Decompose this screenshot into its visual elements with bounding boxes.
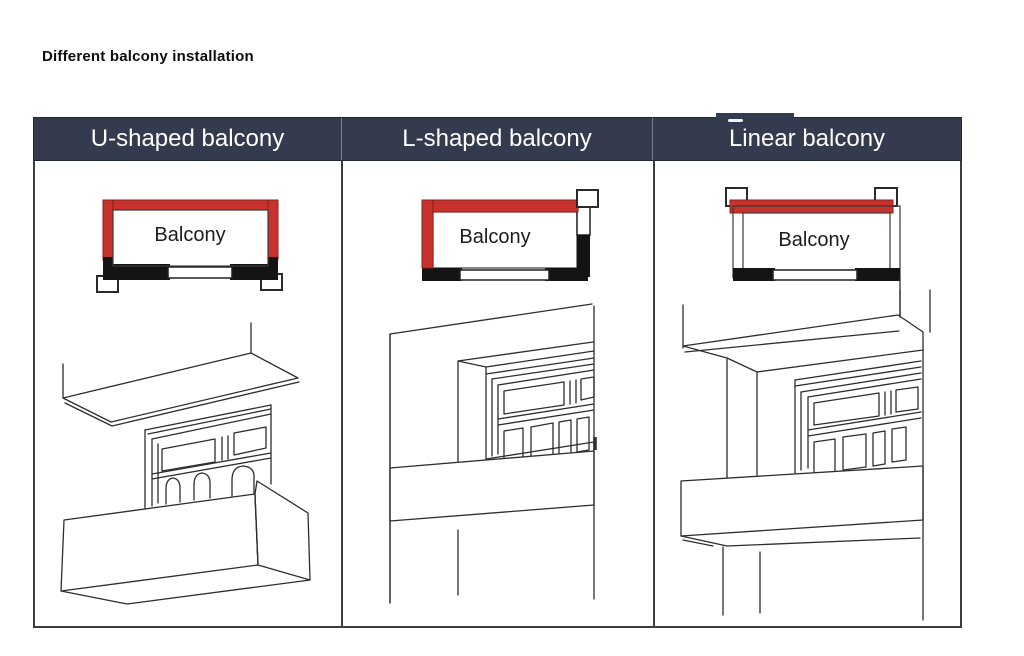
page-title: Different balcony installation [42,48,254,65]
header-cell-l-shaped: L-shaped balcony [341,118,653,160]
window-wall [485,350,597,465]
roof-overhang [682,289,931,482]
red-parapet-top [421,199,579,213]
red-parapet-top [102,199,279,211]
column-divider-1 [341,161,343,626]
base-wall-right [545,268,588,281]
l-shaped-3d-sketch [389,303,597,604]
table-header-row: U-shaped balcony L-shaped balcony Linear… [33,113,962,161]
corner-column-icon [576,189,599,208]
base-wall-left [733,268,775,281]
header-artifact-bump [716,113,794,121]
balcony-band [680,465,924,616]
balcony-label: Balcony [154,224,225,246]
window-wall [794,360,922,476]
side-window [576,206,591,236]
balcony-label: Balcony [459,226,530,248]
parapet-tip [103,257,113,266]
linear-plan-diagram: Balcony [725,187,901,318]
u-shaped-plan-diagram: Balcony [96,199,283,293]
door-opening [167,266,233,279]
door-opening [459,269,550,281]
l-shaped-plan-diagram: Balcony [421,189,599,281]
balcony-band [389,450,595,522]
base-wall-left [422,268,462,281]
column-divider-2 [653,161,655,626]
red-parapet-left [102,199,114,261]
linear-3d-sketch [680,289,931,621]
base-wall-left [103,264,170,280]
header-cell-linear: Linear balcony [728,125,886,152]
door-opening [772,269,858,281]
base-wall-right [230,264,278,280]
red-parapet-right [267,199,279,261]
side-wall-black [577,235,590,277]
lower-wall [389,305,595,604]
base-wall-right [855,268,900,281]
parapet-box [60,480,311,605]
plan-inner-outline [112,209,269,267]
header-cell-u-shaped: U-shaped balcony [90,125,285,152]
balcony-label: Balcony [778,229,849,251]
header-artifact-dash [728,119,743,122]
parapet-tip [268,257,278,266]
red-parapet-left [421,199,434,269]
u-shaped-3d-sketch [60,322,311,605]
roof-slab [62,322,300,427]
